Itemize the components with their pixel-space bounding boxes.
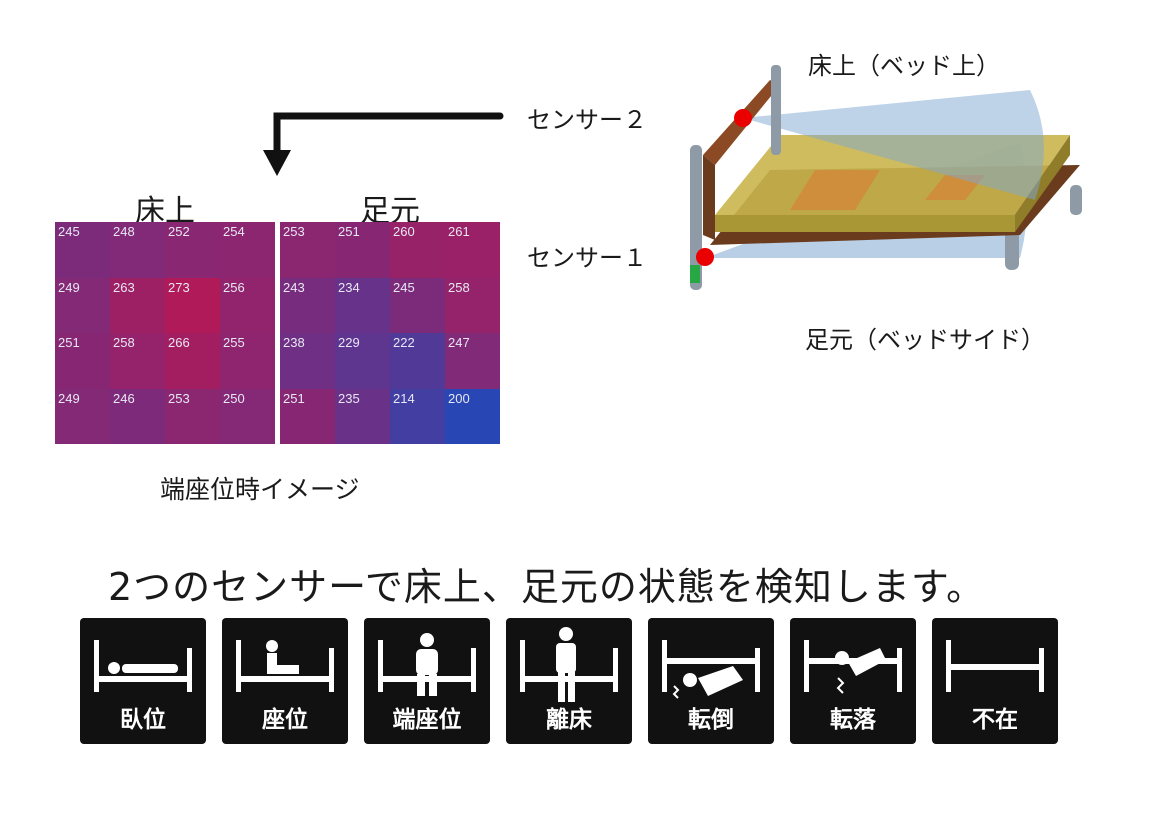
heatmap-cell: 266 [165, 333, 220, 389]
heatmap-cell-value: 273 [168, 279, 190, 295]
heatmap-cell-value: 258 [448, 279, 470, 295]
heatmap-cell: 253 [280, 222, 335, 278]
state-label: 臥位 [120, 707, 166, 733]
lying-icon [94, 640, 192, 692]
heatmap-cell: 248 [110, 222, 165, 278]
state-leaving-bed: 離床 [506, 618, 632, 744]
heatmap-cell: 252 [165, 222, 220, 278]
heatmap-cell-value: 253 [283, 224, 305, 239]
heatmap-cell: 263 [110, 277, 165, 333]
leaving-bed-icon [520, 627, 618, 702]
heatmap-cell: 247 [445, 333, 500, 389]
heatmap-cell: 235 [335, 388, 390, 444]
sensor2-dot [734, 109, 752, 127]
heatmap-cell: 229 [335, 333, 390, 389]
state-label: 離床 [546, 707, 592, 733]
heatmap-cell-value: 247 [448, 335, 470, 350]
heatmap-cell-value: 235 [338, 390, 360, 406]
heatmap-cell-value: 253 [168, 390, 190, 406]
heatmap-cell-value: 234 [338, 279, 360, 295]
heatmap-cell-value: 229 [338, 335, 360, 350]
heatmap-cell: 222 [390, 333, 445, 389]
heatmap-cell-value: 254 [223, 224, 245, 239]
state-lying: 臥位 [80, 618, 206, 744]
state-sitting: 座位 [222, 618, 348, 744]
state-edge-sitting: 端座位 [364, 618, 490, 744]
heatmap-cell-value: 255 [223, 335, 245, 350]
sensor1-label: センサー１ [527, 244, 647, 272]
heatmap-cell: 255 [220, 333, 275, 389]
bed-side-label: 足元（ベッドサイド） [805, 326, 1045, 354]
heatmap-cell: 245 [55, 222, 110, 278]
arrow-connector [263, 112, 504, 176]
state-label: 不在 [972, 707, 1018, 733]
heatmap-cell: 238 [280, 333, 335, 389]
heatmap-cell: 249 [55, 388, 110, 444]
headline: 2つのセンサーで床上、足元の状態を検知します。 [108, 565, 986, 609]
heatmap-cell: 251 [55, 333, 110, 389]
state-fall: 転倒 [648, 618, 774, 744]
heatmap-caption: 端座位時イメージ [160, 475, 360, 504]
heatmap-cell: 260 [390, 222, 445, 278]
sitting-icon [236, 640, 334, 692]
heatmap-cell-value: 214 [393, 390, 415, 406]
heatmap-cell: 251 [335, 222, 390, 278]
heatmap-cell-value: 251 [283, 390, 305, 406]
heatmap-cell: 245 [390, 277, 445, 333]
heatmap-bed-side: 253 251 260 261 243 234 245 258 238 229 222 247 251 2… [280, 222, 500, 444]
heatmap-cell-value: 251 [58, 335, 80, 350]
fall-icon [662, 640, 760, 699]
heatmap-cell-value: 250 [223, 390, 245, 406]
heatmap-cell-value: 246 [113, 390, 135, 406]
state-absent: 不在 [932, 618, 1058, 744]
state-label: 転倒 [688, 707, 734, 733]
heatmap-cell: 273 [165, 277, 220, 333]
heatmap-cell: 234 [335, 277, 390, 333]
heatmap-cell-value: 245 [58, 224, 80, 239]
heatmap-cell-value: 266 [168, 335, 190, 350]
heatmap-cell: 246 [110, 388, 165, 444]
heatmap-bed-top: 245 248 252 254 249 263 273 256 251 258 266 255 249 2… [55, 222, 275, 444]
heatmap-cell-value: 245 [393, 279, 415, 295]
heatmap-cell: 251 [280, 388, 335, 444]
sensor2-label: センサー２ [527, 106, 647, 134]
heatmap-cell: 200 [445, 388, 500, 444]
heatmap-cell: 214 [390, 388, 445, 444]
bed-top-label: 床上（ベッド上） [808, 52, 1000, 80]
heatmap-cell-value: 256 [223, 279, 245, 295]
state-label: 端座位 [392, 707, 462, 733]
heatmap-cell: 249 [55, 277, 110, 333]
absent-icon [946, 640, 1044, 692]
heatmap-cell-value: 243 [283, 279, 305, 295]
heatmap-cell: 261 [445, 222, 500, 278]
heatmap-cell-value: 252 [168, 224, 190, 239]
sensor2-beam [743, 90, 1044, 200]
heatmap-cell-value: 258 [113, 335, 135, 350]
sensor1-dot [696, 248, 714, 266]
bed-fall-icon [804, 640, 902, 694]
state-bed-fall: 転落 [790, 618, 916, 744]
heatmap-cell: 250 [220, 388, 275, 444]
state-label: 座位 [262, 707, 308, 733]
heatmap-cell-value: 222 [393, 335, 415, 350]
heatmap-cell-value: 261 [448, 224, 470, 239]
state-label: 転落 [830, 707, 876, 733]
heatmap-cell-value: 249 [58, 390, 80, 406]
heatmap-cell: 258 [110, 333, 165, 389]
bed-illustration [690, 65, 1082, 290]
heatmap-cell-value: 260 [393, 224, 415, 239]
heatmap-cell-value: 249 [58, 279, 80, 295]
heatmap-cell: 254 [220, 222, 275, 278]
heatmap-cell-value: 263 [113, 279, 135, 295]
heatmap-cell-value: 238 [283, 335, 305, 350]
heatmap-cell: 243 [280, 277, 335, 333]
state-icons: 臥位 座位 端座位 離床 [80, 618, 1058, 744]
heatmap-cell-value: 200 [448, 390, 470, 406]
heatmap-cell: 258 [445, 277, 500, 333]
heatmap-cell: 256 [220, 277, 275, 333]
heatmap-cell-value: 248 [113, 224, 135, 239]
heatmap-cell: 253 [165, 388, 220, 444]
heatmap-cell-value: 251 [338, 224, 360, 239]
edge-sitting-icon [378, 633, 476, 696]
